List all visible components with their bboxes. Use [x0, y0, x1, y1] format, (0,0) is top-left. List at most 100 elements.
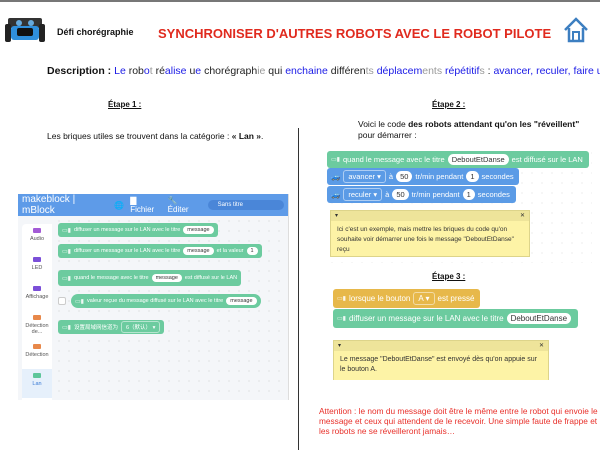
comment-bar: ▾✕	[331, 211, 529, 221]
category-led[interactable]: LED	[22, 253, 52, 282]
close-icon[interactable]: ✕	[519, 213, 525, 219]
comment-box[interactable]: ▾✕Le message "DeboutEtDanse" est envoyé …	[333, 340, 549, 380]
channel-dropdown[interactable]: 6（默认） ▾	[121, 321, 161, 333]
category-label: Affichage	[25, 294, 49, 300]
category-icon	[33, 315, 41, 320]
description-word: t	[149, 65, 156, 77]
intro-c: pour démarrer :	[358, 130, 417, 140]
dropdown-value: avancer	[348, 172, 376, 181]
step1-text-a: Les briques utiles se trouvent dans la c…	[47, 131, 232, 141]
robot-move-icon: 🚙	[331, 172, 341, 181]
category-icon	[33, 286, 41, 291]
block-input[interactable]: 1	[246, 247, 258, 255]
column-divider	[298, 128, 299, 450]
globe-icon[interactable]: 🌐	[114, 200, 125, 210]
description-word: Le	[111, 65, 129, 77]
description-label: Description :	[47, 65, 112, 77]
category-détection[interactable]: Détection	[22, 340, 52, 369]
category-affichage[interactable]: Affichage	[22, 282, 52, 311]
block-input[interactable]: message	[151, 274, 182, 282]
description: Description : Le robot réalise ue chorég…	[47, 65, 600, 77]
project-name-input[interactable]: Sans titre	[207, 200, 284, 210]
lan-icon: ▭▮	[62, 324, 71, 331]
block-text: tr/min pendant	[415, 172, 464, 181]
block-text: tr/min pendant	[411, 190, 460, 199]
description-word: un	[596, 65, 600, 77]
block-text: lorsque le bouton	[348, 294, 411, 303]
category-icon	[33, 344, 41, 349]
block-broadcast[interactable]: ▭▮diffuser un message sur le LAN avec le…	[58, 223, 218, 237]
step3-title: Étape 3 :	[432, 272, 466, 281]
top-border	[0, 0, 600, 2]
step1-text-c: .	[261, 131, 264, 141]
lan-icon: ▭▮	[337, 316, 346, 322]
description-word: reculer,	[536, 65, 574, 77]
block-broadcast-value[interactable]: ▭▮diffuser un message sur le LAN avec le…	[58, 244, 262, 258]
home-icon[interactable]	[562, 16, 590, 44]
intro-a: Voici le code	[358, 119, 409, 129]
duration-input[interactable]: 1	[462, 189, 475, 200]
direction-dropdown[interactable]: reculer ▾	[343, 188, 383, 201]
block-palette: ▭▮ diffuser un message sur le LAN avec le…	[54, 216, 288, 400]
category-icon	[33, 257, 41, 262]
reporter-checkbox[interactable]	[58, 297, 66, 305]
close-icon[interactable]: ✕	[538, 343, 544, 349]
description-word: :	[487, 65, 494, 77]
menu-file[interactable]: ▇ Fichier	[130, 196, 155, 214]
mblock-header: makeblock | mBlock 🌐 ▇ Fichier 🔧Éditer S…	[18, 194, 288, 216]
description-word: déplacem	[376, 65, 423, 77]
duration-input[interactable]: 1	[466, 171, 479, 182]
block-text: diffuser un message sur le LAN avec le t…	[348, 314, 504, 323]
category-icon	[33, 373, 41, 378]
description-word: ts	[365, 65, 377, 77]
description-word: rob	[128, 65, 144, 77]
comment-text: Ici c'est un exemple, mais mettre les br…	[337, 226, 514, 253]
block-received-value[interactable]: ▭▮valeur reçue du message diffusé sur le…	[71, 294, 261, 308]
speed-input[interactable]: 50	[392, 189, 409, 200]
comment-box[interactable]: ▾✕Ici c'est un exemple, mais mettre les …	[330, 210, 530, 257]
block-input[interactable]: message	[183, 247, 214, 255]
button-dropdown[interactable]: A ▾	[413, 292, 435, 305]
block-text: est diffusé sur le LAN	[184, 275, 238, 281]
warning-text: Attention : le nom du message doit être …	[319, 406, 598, 436]
block-text: secondes	[477, 190, 510, 199]
category-détection-de-[interactable]: Détection de...	[22, 311, 52, 340]
dropdown-value: A	[418, 294, 424, 303]
mblock-logo: makeblock | mBlock	[22, 194, 76, 216]
menu-edit[interactable]: 🔧Éditer	[167, 196, 189, 214]
category-label: Détection	[25, 352, 49, 358]
description-word: chorégraph	[204, 65, 258, 77]
block-broadcast[interactable]: ▭▮diffuser un message sur le LAN avec le…	[333, 309, 578, 328]
block-text: est pressé	[437, 294, 475, 303]
block-text: diffuser un message sur le LAN avec le t…	[73, 248, 181, 254]
dropdown-value: reculer	[348, 190, 372, 199]
collapse-icon[interactable]: ▾	[335, 213, 339, 219]
step1-text: Les briques utiles se trouvent dans la c…	[47, 131, 263, 141]
message-input[interactable]: DeboutEtDanse	[506, 313, 572, 324]
step2-intro: Voici le code des robots attendant qu'on…	[358, 119, 593, 141]
category-label: Lan	[32, 381, 42, 387]
block-input[interactable]: message	[183, 226, 214, 234]
speed-input[interactable]: 50	[396, 171, 413, 182]
category-lan[interactable]: Lan	[22, 369, 52, 398]
description-word: avancer,	[493, 65, 537, 77]
dropdown-value: 6（默认）	[126, 325, 152, 331]
button-icon: ▭▮	[337, 296, 346, 302]
category-audio[interactable]: Audio	[22, 224, 52, 253]
block-input[interactable]: message	[226, 297, 257, 305]
block-text: valeur reçue du message diffusé sur le L…	[86, 298, 224, 304]
block-text: diffuser un message sur le LAN avec le t…	[73, 227, 181, 233]
collapse-icon[interactable]: ▾	[338, 343, 342, 349]
subtitle: Défi chorégraphie	[57, 27, 134, 37]
direction-dropdown[interactable]: avancer ▾	[343, 170, 386, 183]
description-word: u	[186, 65, 196, 77]
message-input[interactable]: DeboutEtDanse	[447, 154, 509, 165]
lan-icon: ▭▮	[331, 157, 340, 163]
